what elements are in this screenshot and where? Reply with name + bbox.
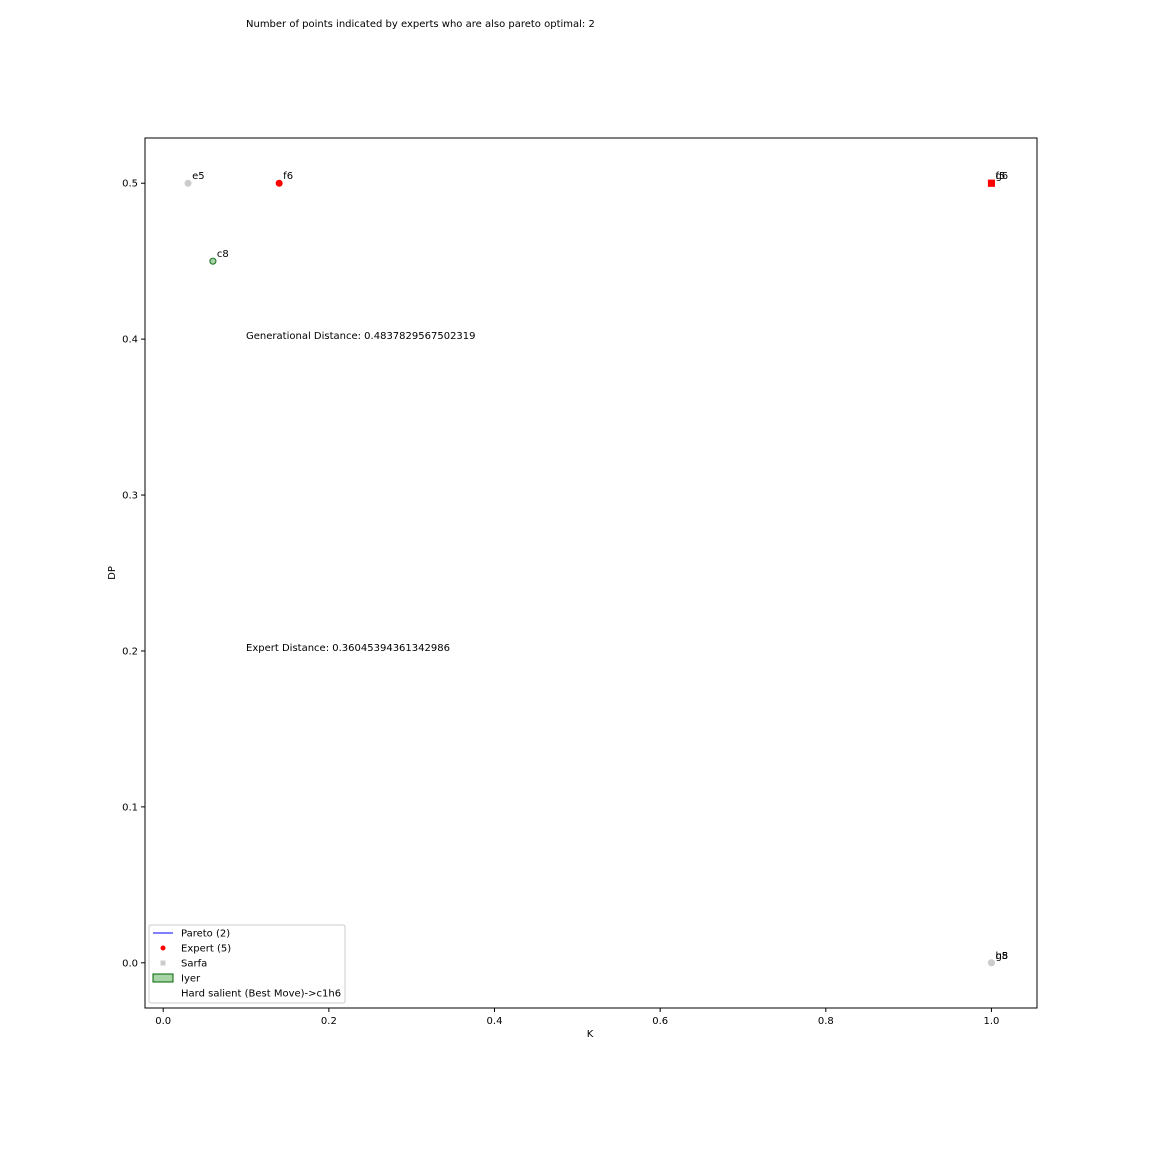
legend-label: Iyer	[181, 974, 201, 985]
legend-marker	[160, 960, 166, 966]
y-tick-label: 0.4	[122, 335, 138, 346]
sarfa-point	[987, 959, 995, 967]
expert-point	[987, 179, 995, 187]
point-label: f6	[283, 171, 293, 182]
x-tick-label: 1.0	[983, 1016, 999, 1027]
x-tick-label: 0.4	[487, 1016, 503, 1027]
legend-marker	[160, 945, 166, 951]
x-tick-label: 0.8	[818, 1016, 834, 1027]
x-tick-label: 0.6	[652, 1016, 668, 1027]
expert-point	[275, 179, 283, 187]
point-label: g6	[995, 171, 1008, 182]
legend-label: Hard salient (Best Move)->c1h6	[181, 989, 341, 1000]
x-tick-label: 0.0	[155, 1016, 171, 1027]
header-text: Number of points indicated by experts wh…	[246, 19, 595, 30]
y-axis-label: DP	[107, 566, 118, 580]
point-label: f5	[995, 171, 1005, 182]
legend-box	[148, 924, 346, 1004]
iyer-point	[209, 257, 217, 265]
annotation-text: Expert Distance: 0.36045394361342986	[246, 643, 450, 654]
x-axis: 0.0 0.2 0.4 0.6 0.8 1.0	[155, 1008, 999, 1027]
sarfa-point	[184, 179, 192, 187]
annotation-text: Generational Distance: 0.483782956750231…	[246, 331, 475, 342]
annotations: Generational Distance: 0.483782956750231…	[246, 331, 475, 654]
point-label: c8	[217, 249, 229, 260]
y-tick-label: 0.2	[122, 646, 138, 657]
legend-label: Expert (5)	[181, 944, 231, 955]
point-label: h5	[995, 951, 1008, 962]
legend-marker	[152, 973, 174, 983]
y-tick-label: 0.3	[122, 491, 138, 502]
y-tick-label: 0.0	[122, 958, 138, 969]
point-label: g8	[995, 951, 1008, 962]
plot-area	[144, 137, 1038, 1009]
y-tick-label: 0.5	[122, 179, 138, 190]
y-tick-label: 0.1	[122, 802, 138, 813]
x-axis-label: K	[587, 1029, 594, 1040]
legend-label: Pareto (2)	[181, 929, 230, 940]
y-axis: 0.0 0.1 0.2 0.3 0.4 0.5	[122, 179, 145, 969]
x-tick-label: 0.2	[321, 1016, 337, 1027]
point-label: e5	[192, 171, 205, 182]
legend-label: Sarfa	[181, 959, 207, 970]
